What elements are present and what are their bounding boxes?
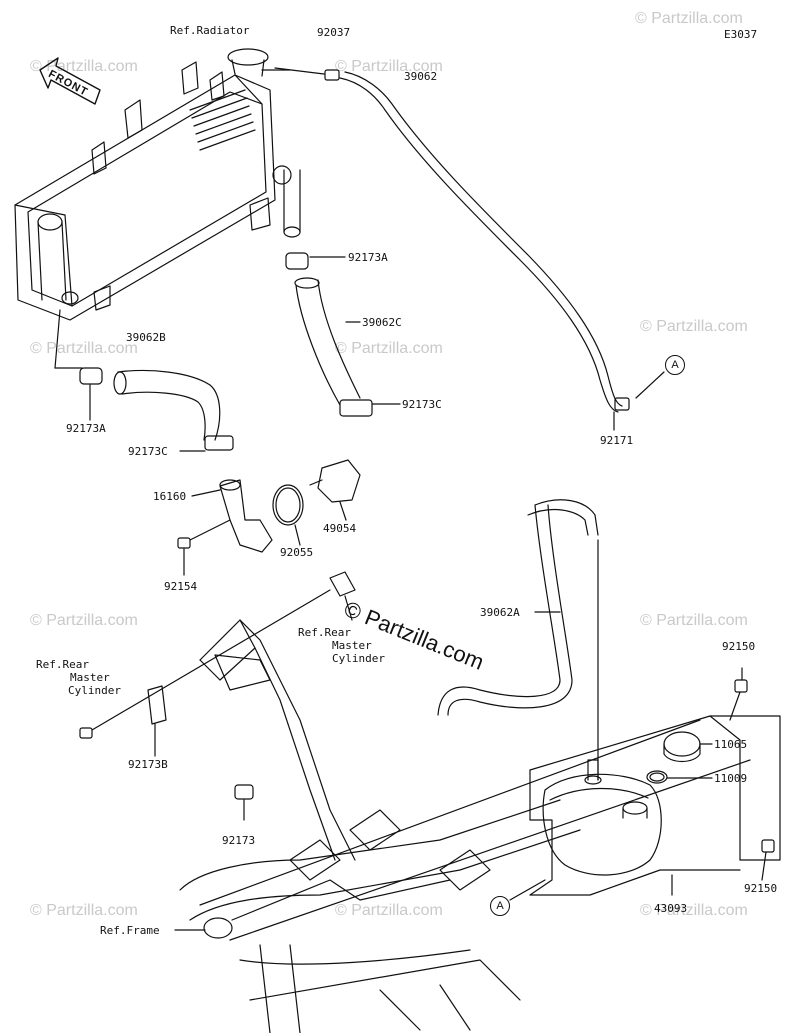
ref-rear-master-left-line2: Master	[70, 671, 110, 684]
part-label-92173A-top: 92173A	[348, 251, 388, 264]
ref-rear-master-right-line1: Ref.Rear	[298, 626, 351, 639]
callout-a-top: A	[665, 355, 685, 375]
part-label-92171: 92171	[600, 434, 634, 447]
ref-rear-master-right-line2: Master	[332, 639, 372, 652]
watermark: © Partzilla.com	[335, 340, 443, 357]
part-label-43093: 43093	[654, 902, 688, 915]
diagram-code: E3037	[724, 28, 758, 41]
callout-a-bottom: A	[490, 896, 510, 916]
part-label-39062B: 39062B	[126, 331, 166, 344]
watermark: © Partzilla.com	[640, 612, 748, 629]
part-label-92055: 92055	[280, 546, 314, 559]
part-label-92150-top: 92150	[722, 640, 756, 653]
watermark: © Partzilla.com	[335, 902, 443, 919]
ref-frame-label: Ref.Frame	[100, 924, 160, 937]
frame-drawing	[179, 619, 751, 1033]
watermark: © Partzilla.com	[640, 902, 748, 919]
part-label-92173B: 92173B	[128, 758, 168, 771]
ref-rear-master-right: Ref.Rear Master Cylinder	[298, 626, 385, 665]
ref-radiator-label: Ref.Radiator	[170, 24, 250, 37]
watermark: © Partzilla.com	[30, 902, 138, 919]
front-arrow-icon	[39, 57, 101, 105]
part-label-39062A: 39062A	[480, 606, 520, 619]
ref-rear-master-left-line3: Cylinder	[68, 684, 121, 697]
part-label-49054: 49054	[323, 522, 357, 535]
ref-rear-master-left: Ref.Rear Master Cylinder	[36, 658, 121, 697]
ref-rear-master-left-line1: Ref.Rear	[36, 658, 89, 671]
part-label-92173C-right: 92173C	[402, 398, 442, 411]
radiator-drawing	[14, 48, 301, 321]
watermark: © Partzilla.com	[640, 318, 748, 335]
reservoir-tank-drawing	[542, 731, 713, 876]
part-label-39062C: 39062C	[362, 316, 402, 329]
part-label-39062: 39062	[404, 70, 438, 83]
part-label-11065: 11065	[714, 738, 748, 751]
part-label-11009: 11009	[714, 772, 748, 785]
watermark: © Partzilla.com	[335, 58, 443, 75]
part-label-92037: 92037	[317, 26, 351, 39]
part-label-92173C-left: 92173C	[128, 445, 168, 458]
part-label-92173: 92173	[222, 834, 256, 847]
watermark: © Partzilla.com	[30, 612, 138, 629]
part-label-92150-bottom: 92150	[744, 882, 778, 895]
watermark: © Partzilla.com	[635, 10, 743, 27]
part-label-92154: 92154	[164, 580, 198, 593]
part-label-92173A-left: 92173A	[66, 422, 106, 435]
ref-rear-master-right-line3: Cylinder	[332, 652, 385, 665]
part-label-16160: 16160	[153, 490, 187, 503]
